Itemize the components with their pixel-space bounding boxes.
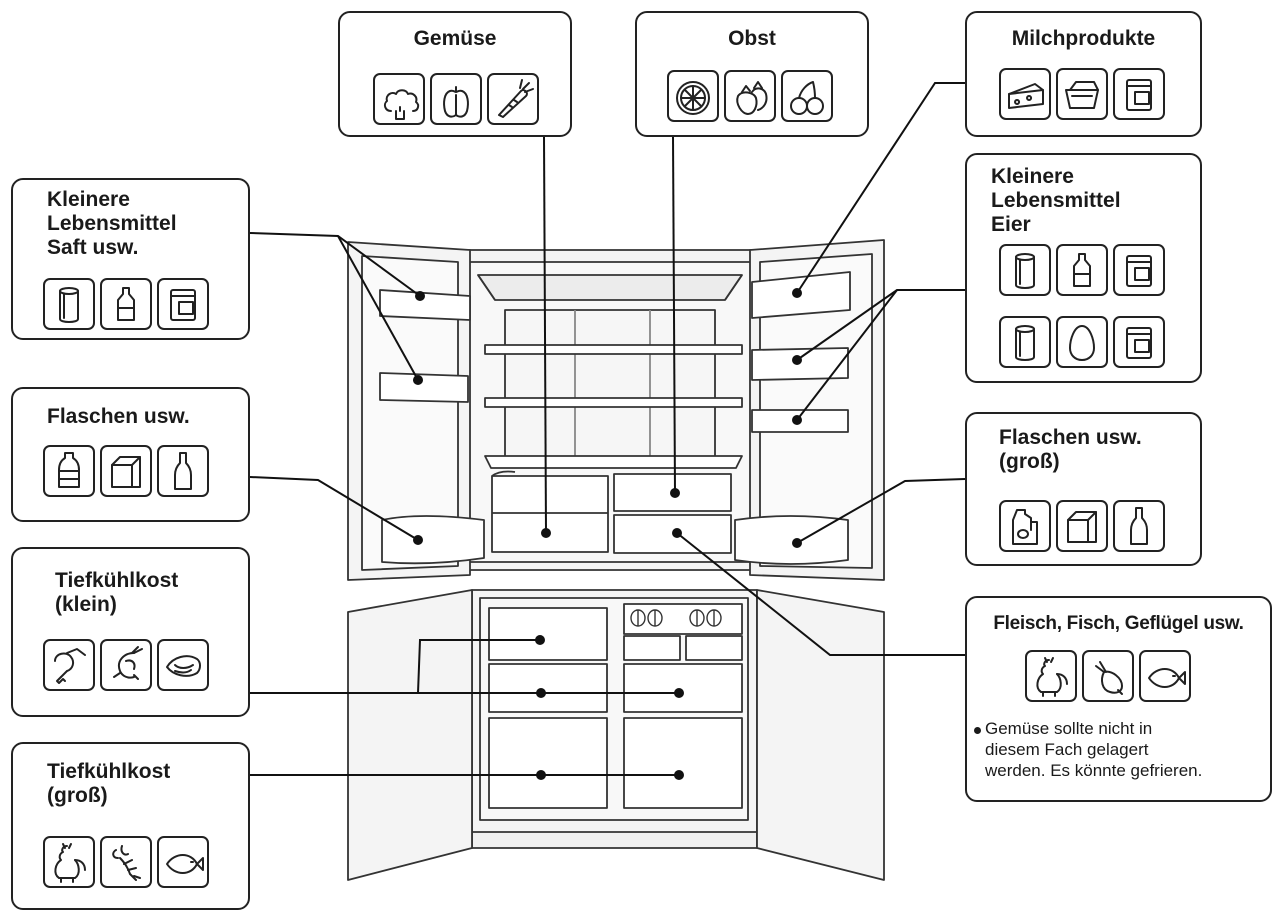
fruit-title: Obst [728,27,776,50]
freezer-drawer-right-mid [623,663,743,713]
can-icon [999,244,1051,296]
bottle-icon [1056,244,1108,296]
fish-icon [157,836,209,888]
label-dairy: Milchprodukte [965,11,1202,137]
left-door-bin-2 [379,372,469,403]
ice-tray-drawer [488,607,608,661]
container-icon [1113,68,1165,120]
left-small-items-title: Kleinere Lebensmittel Saft usw. [47,188,177,259]
right-small-items-title: Kleinere Lebensmittel Eier [991,165,1121,236]
orange-slice-icon [667,70,719,122]
freezer-cabinet [471,589,758,849]
frozen-large-title: Tiefkühlkost (groß) [47,760,171,807]
label-frozen-small: Tiefkühlkost (klein) [11,547,250,717]
shelf-3 [484,455,743,469]
milk-carton-icon [1056,500,1108,552]
fridge-upper-cabinet [454,249,766,571]
cheese-icon [999,68,1051,120]
drumstick-icon [43,639,95,691]
can-icon [43,278,95,330]
vegetables-title: Gemüse [413,27,497,50]
label-vegetables: Gemüse [338,11,572,137]
label-right-small-items: Kleinere Lebensmittel Eier [965,153,1202,383]
milk-carton-icon [100,445,152,497]
label-meat-fish: Fleisch, Fisch, Geflügel usw. Gemüse sol… [965,596,1272,802]
freezer-drawer-right-low [623,717,743,809]
butter-icon [1056,68,1108,120]
pepper-icon [430,73,482,125]
freezer-drawer-left-mid [488,663,608,713]
label-frozen-large: Tiefkühlkost (groß) [11,742,250,910]
freezer-drawer-left-low [488,717,608,809]
plastic-bottle-icon [43,445,95,497]
lobster-icon [100,836,152,888]
freezer-right-door [756,589,885,881]
strawberry-icon [724,70,776,122]
container-icon [157,278,209,330]
wine-bottle-icon [1113,500,1165,552]
upper-right-door [734,239,885,581]
frozen-small-title: Tiefkühlkost (klein) [55,569,179,616]
chicken-icon [1025,650,1077,702]
fruit-drawer [613,473,732,512]
shelf-1 [484,344,743,355]
right-bottles-title: Flaschen usw. (groß) [999,426,1142,473]
label-left-bottles: Flaschen usw. [11,387,250,522]
bottle-icon [100,278,152,330]
jug-icon [999,500,1051,552]
shrimp-icon [100,639,152,691]
chicken-icon [43,836,95,888]
label-left-small-items: Kleinere Lebensmittel Saft usw. [11,178,250,340]
note-bullet [974,727,981,734]
dairy-title: Milchprodukte [1011,27,1156,50]
fish-fillet-icon [157,639,209,691]
left-door-bin-1 [379,289,471,321]
container-icon [1113,316,1165,368]
left-bottles-title: Flaschen usw. [47,405,190,428]
vegetable-drawer [491,475,609,553]
shelf-2 [484,397,743,408]
ham-icon [1082,650,1134,702]
container-icon [1113,244,1165,296]
freezer-left-door [347,589,473,881]
can-icon [999,316,1051,368]
meat-fish-note: Gemüse sollte nicht in diesem Fach gelag… [985,719,1203,780]
right-door-bin-4 [734,515,849,565]
cherry-icon [781,70,833,122]
fish-icon [1139,650,1191,702]
left-door-bin-3 [381,515,485,565]
wine-bottle-icon [157,445,209,497]
label-fruit: Obst [635,11,869,137]
upper-left-door [347,241,485,581]
meat-fish-title: Fleisch, Fisch, Geflügel usw. [993,613,1244,634]
egg-icon [1056,316,1108,368]
carrot-icon [487,73,539,125]
label-right-bottles: Flaschen usw. (groß) [965,412,1202,566]
broccoli-icon [373,73,425,125]
